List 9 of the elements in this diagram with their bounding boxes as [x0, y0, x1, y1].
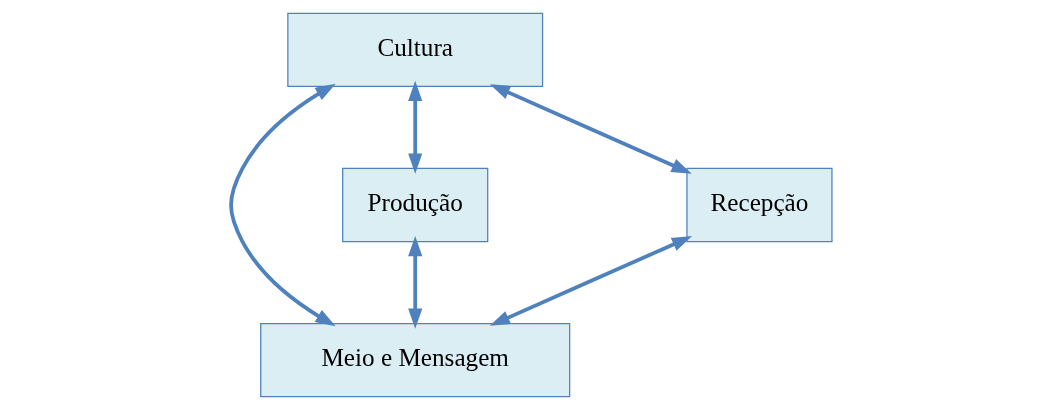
arrow: [408, 80, 423, 174]
node-box: Meio e Mensagem: [260, 322, 571, 398]
node-box: Cultura: [287, 12, 544, 88]
arrow: [489, 236, 693, 326]
node-box: Recepção: [686, 167, 833, 243]
node-box: Produção: [342, 167, 489, 243]
arrow: [408, 235, 423, 329]
arrow: [489, 84, 692, 174]
arrow: [229, 83, 336, 327]
